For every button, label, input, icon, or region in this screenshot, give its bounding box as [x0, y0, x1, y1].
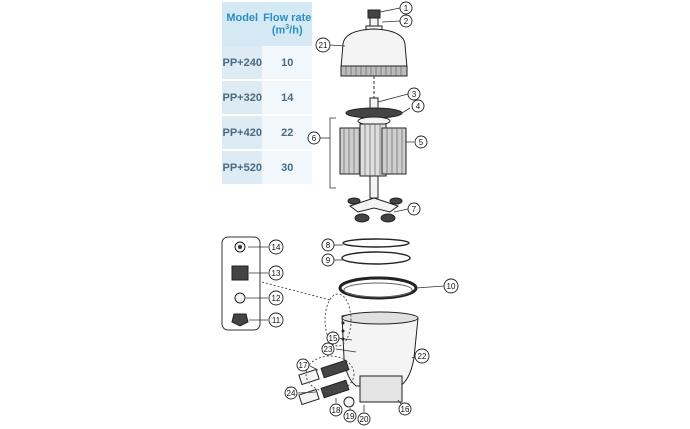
callout-1: 1 [399, 1, 413, 15]
model-cell: PP+420 [222, 116, 263, 149]
svg-text:23: 23 [324, 345, 333, 354]
svg-text:22: 22 [418, 352, 427, 361]
svg-text:14: 14 [272, 243, 281, 252]
flow-unit: (m3/h) [262, 24, 312, 46]
callout-8: 8 [321, 238, 335, 252]
flow-cell: 10 [262, 46, 312, 79]
callout-6: 6 [307, 131, 321, 145]
svg-text:4: 4 [416, 102, 421, 111]
svg-text:9: 9 [326, 256, 331, 265]
callout-5: 5 [414, 135, 428, 149]
svg-text:12: 12 [272, 294, 281, 303]
small-parts-panel [221, 236, 331, 331]
clamp-ring [338, 276, 418, 300]
svg-text:17: 17 [299, 361, 308, 370]
callout-9: 9 [321, 253, 335, 267]
table-row: PP+420 22 [222, 116, 312, 149]
table-unit-row: (m3/h) [222, 24, 312, 46]
svg-text:19: 19 [346, 412, 355, 421]
callout-17: 17 [296, 358, 310, 372]
svg-text:6: 6 [312, 134, 317, 143]
col-header-model: Model [222, 2, 263, 24]
o-rings [341, 238, 411, 265]
air-release-valve [365, 9, 383, 32]
callout-24: 24 [284, 386, 298, 400]
svg-text:13: 13 [272, 269, 281, 278]
filter-cartridges [329, 117, 407, 196]
svg-text:2: 2 [404, 17, 409, 26]
svg-text:3: 3 [412, 90, 417, 99]
callout-4: 4 [411, 99, 425, 113]
callout-19: 19 [343, 409, 357, 423]
table-row: PP+520 30 [222, 151, 312, 184]
callout-15: 15 [326, 331, 340, 345]
svg-text:16: 16 [401, 405, 410, 414]
callout-10: 10 [443, 278, 459, 294]
union-fittings [298, 355, 355, 408]
model-cell: PP+240 [222, 46, 263, 79]
table-header-row: Model Flow rate [222, 2, 312, 24]
callout-markers: 1 2 21 3 4 5 6 7 8 9 10 14 13 12 11 15 2… [268, 1, 459, 426]
leader-lines [297, 7, 445, 412]
flow-cell: 30 [262, 151, 312, 184]
callout-11: 11 [268, 312, 284, 328]
callout-7: 7 [407, 202, 421, 216]
callout-12: 12 [268, 290, 284, 306]
svg-text:20: 20 [360, 415, 369, 424]
top-manifold [345, 97, 403, 126]
svg-text:7: 7 [412, 205, 417, 214]
callout-20: 20 [357, 412, 371, 426]
callout-3: 3 [407, 87, 421, 101]
svg-text:1: 1 [404, 4, 409, 13]
spec-table: Model Flow rate (m3/h) PP+240 10 PP+320 … [222, 2, 312, 184]
table-row: PP+240 10 [222, 46, 312, 79]
callout-13: 13 [268, 265, 284, 281]
table-row: PP+320 14 [222, 81, 312, 114]
flow-cell: 14 [262, 81, 312, 114]
col-header-flow: Flow rate [262, 2, 312, 24]
model-cell: PP+520 [222, 151, 263, 184]
callout-2: 2 [399, 14, 413, 28]
svg-text:15: 15 [329, 334, 338, 343]
svg-text:5: 5 [419, 138, 424, 147]
callout-23: 23 [321, 342, 335, 356]
svg-text:18: 18 [332, 406, 341, 415]
callout-21: 21 [315, 37, 331, 53]
flow-cell: 22 [262, 116, 312, 149]
svg-text:21: 21 [319, 41, 328, 50]
bottom-manifold [347, 175, 403, 223]
tank-lid [340, 28, 408, 100]
callout-22: 22 [414, 348, 430, 364]
callout-18: 18 [329, 403, 343, 417]
model-cell: PP+320 [222, 81, 263, 114]
tank-body [324, 293, 419, 403]
svg-text:8: 8 [326, 241, 331, 250]
callout-16: 16 [398, 402, 412, 416]
svg-text:11: 11 [272, 316, 281, 325]
svg-text:10: 10 [447, 282, 456, 291]
svg-text:24: 24 [287, 389, 296, 398]
callout-14: 14 [268, 239, 284, 255]
